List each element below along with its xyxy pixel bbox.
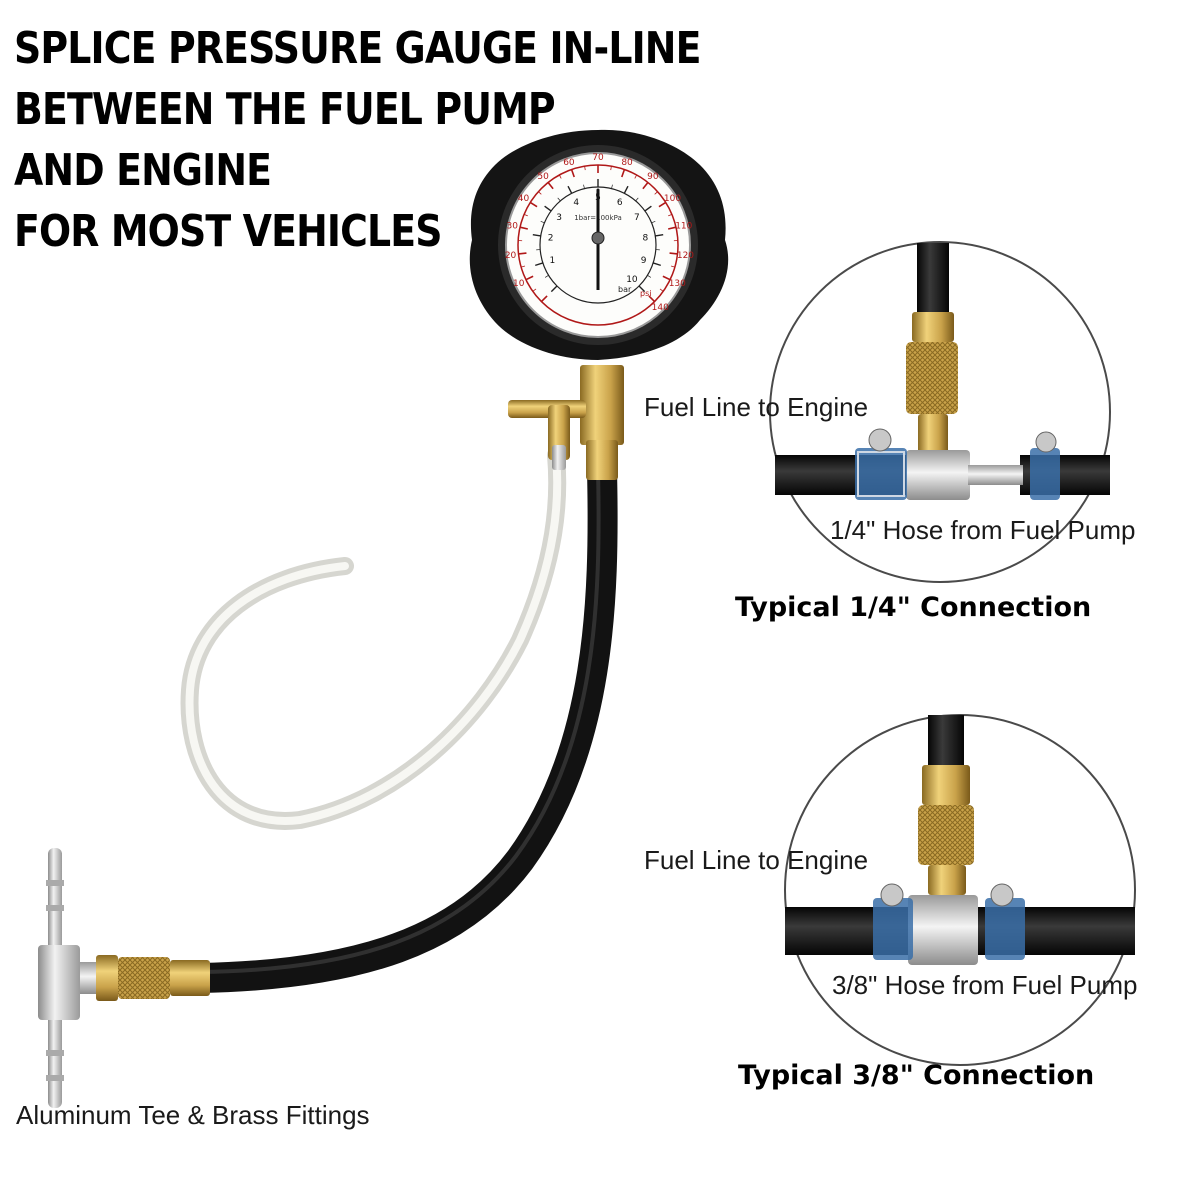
gauge-psi-tick [529, 201, 538, 208]
gauge-bar-tick [532, 233, 541, 237]
gauge-psi-tick [570, 169, 575, 178]
quarter-hose-label: 1/4" Hose from Fuel Pump [830, 515, 1136, 545]
gauge-psi-tick [523, 214, 528, 217]
gauge-brass-stem [508, 365, 624, 480]
gauge-bar-tick [638, 285, 646, 293]
gauge-bar-tick [540, 220, 545, 224]
gauge-psi-tick [654, 191, 658, 195]
gauge-bar-tick [623, 185, 629, 194]
gauge-bar-tick [583, 184, 585, 189]
gauge-bar-tick [611, 184, 613, 189]
gauge-psi-label: 20 [505, 251, 517, 261]
gauge-psi-label: 120 [677, 251, 694, 261]
gauge-psi-tick [540, 295, 548, 303]
quarter-connection-caption: Typical 1/4" Connection [735, 592, 1092, 623]
gauge-bar-tick [652, 262, 661, 267]
gauge-hub [591, 231, 605, 245]
aluminum-tee-fitting [38, 848, 210, 1108]
gauge-bar-tick [557, 197, 561, 202]
gauge-psi-label: 60 [563, 158, 575, 168]
gauge-psi-tick [668, 214, 673, 217]
gauge-bar-label: 10 [626, 275, 638, 285]
gauge-bar-tick [651, 220, 656, 224]
gauge-psi-tick [558, 174, 562, 179]
gauge-psi-label: 10 [513, 279, 525, 289]
gauge-psi-tick [659, 288, 664, 292]
gauge-psi-tick [621, 169, 626, 178]
gauge-psi-label: 70 [592, 153, 604, 163]
gauge-psi-tick [642, 181, 649, 190]
gauge-psi-tick [525, 275, 534, 281]
headline-line-1: SPLICE PRESSURE GAUGE IN-LINE [14, 23, 701, 74]
gauge-bar-tick [644, 205, 652, 212]
gauge-psi-tick [634, 174, 638, 179]
gauge-psi-tick [658, 201, 667, 208]
gauge-unit-psi: psi [640, 289, 651, 298]
gauge-psi-tick [662, 275, 671, 281]
gauge-psi-tick [670, 265, 675, 268]
gauge-psi-label: 110 [675, 221, 692, 231]
detail-circle-three-eighths [784, 714, 1136, 1066]
gauge-psi-label: 140 [652, 303, 669, 313]
gauge-bar-label: 9 [641, 256, 647, 266]
three-eighths-engine-label: Fuel Line to Engine [644, 845, 869, 875]
gauge-psi-tick [610, 166, 612, 171]
gauge-psi-label: 30 [506, 221, 518, 231]
headline-line-2: BETWEEN THE FUEL PUMP [14, 84, 556, 135]
gauge-psi-label: 50 [537, 172, 549, 182]
gauge-psi-tick [584, 166, 586, 171]
gauge-psi-tick [648, 295, 656, 303]
gauge-psi-tick [538, 191, 542, 195]
clear-tube [180, 446, 567, 830]
quarter-engine-label: Fuel Line to Engine [644, 392, 869, 422]
gauge-bar-tick [647, 275, 652, 278]
gauge-bar-tick [635, 197, 639, 202]
gauge-bar-label: 2 [548, 233, 554, 243]
gauge-bar-scale: 12345678910 [532, 179, 664, 293]
gauge-bar-tick [567, 185, 573, 194]
gauge-psi-tick [519, 226, 528, 230]
gauge-bar-tick [544, 205, 552, 212]
gauge-psi-tick [669, 252, 678, 255]
gauge-psi-tick [668, 226, 677, 230]
fittings-label: Aluminum Tee & Brass Fittings [16, 1100, 370, 1130]
gauge-bar-label: 6 [617, 198, 623, 208]
gauge-psi-label: 80 [621, 158, 633, 168]
gauge-bar-label: 8 [643, 233, 649, 243]
gauge-psi-tick [532, 288, 537, 292]
gauge-psi-tick [521, 265, 526, 268]
headline-line-4: FOR MOST VEHICLES [14, 206, 442, 257]
black-hose [185, 455, 618, 993]
gauge-psi-tick [518, 252, 527, 255]
gauge-psi-label: 100 [664, 194, 681, 204]
gauge-psi-label: 130 [669, 279, 686, 289]
detail-circle-quarter [769, 241, 1111, 583]
gauge-bar-label: 1 [549, 256, 555, 266]
gauge-bar-label: 3 [556, 213, 562, 223]
gauge-bar-tick [535, 262, 544, 267]
gauge-psi-tick [547, 181, 554, 190]
three-eighths-connection-caption: Typical 3/8" Connection [738, 1060, 1095, 1091]
three-eighths-hose-label: 3/8" Hose from Fuel Pump [832, 970, 1138, 1000]
gauge-bar-tick [655, 233, 664, 237]
headline: SPLICE PRESSURE GAUGE IN-LINE BETWEEN TH… [14, 18, 701, 262]
gauge-bar-tick [550, 285, 558, 293]
headline-line-3: AND ENGINE [14, 145, 272, 196]
gauge-bar-label: 7 [634, 213, 640, 223]
gauge-psi-label: 90 [647, 172, 659, 182]
gauge-bar-tick [544, 275, 549, 278]
gauge-psi-label: 40 [518, 194, 530, 204]
gauge-unit-bar: bar [618, 285, 632, 294]
gauge-bar-label: 4 [573, 198, 579, 208]
